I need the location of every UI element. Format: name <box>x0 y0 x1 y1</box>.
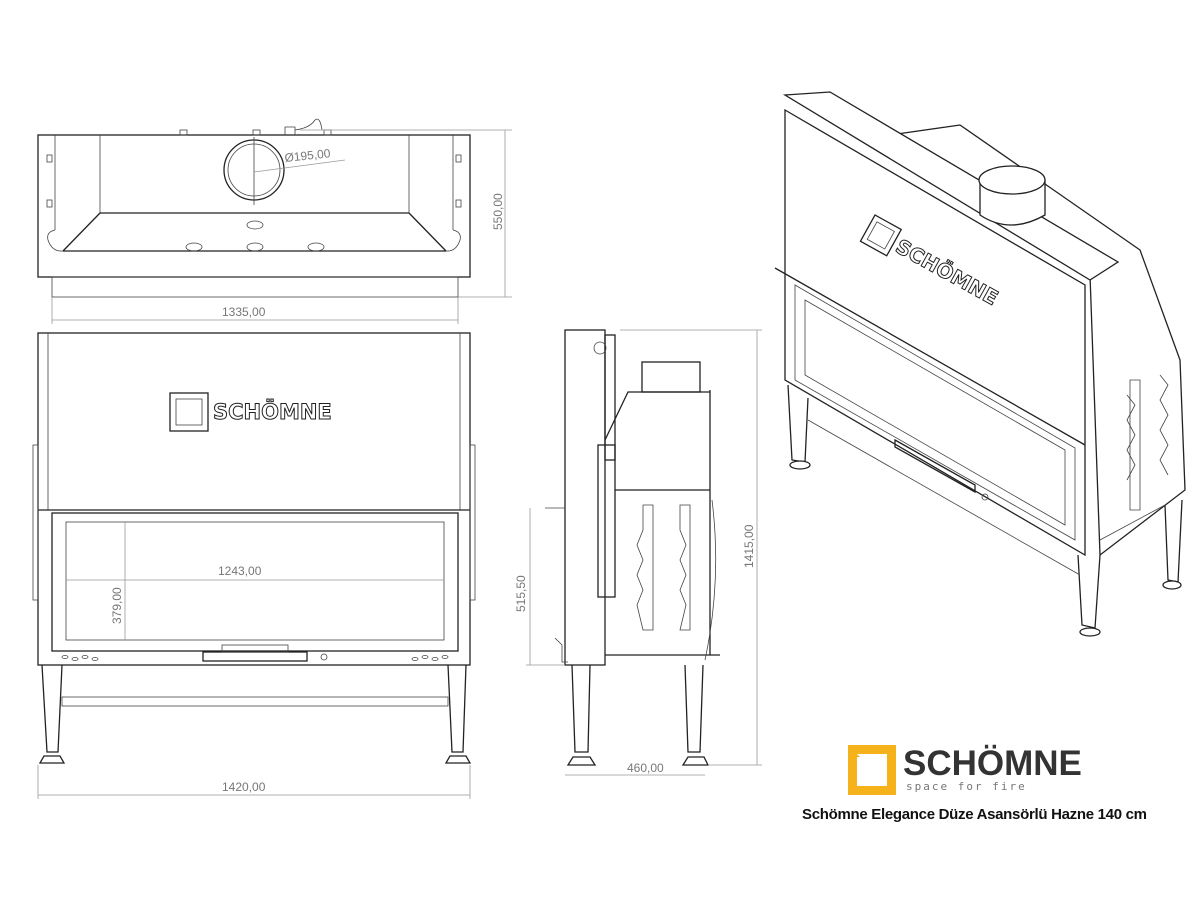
logo-wordmark: SCHÖMNE <box>903 744 1082 783</box>
front-view: SCHÖMNE 1243,00 379,00 1420,00 <box>32 332 476 799</box>
front-logo: SCHÖMNE <box>169 392 332 432</box>
top-view: Ø195,00 550,00 1335,00 <box>37 118 512 324</box>
glass-width-label: 1243,00 <box>218 564 262 578</box>
brand-logo <box>848 745 896 795</box>
product-caption: Schömne Elegance Düze Asansörlü Hazne 14… <box>802 806 1147 823</box>
total-width-label: 1420,00 <box>222 780 266 794</box>
logo-tagline: space for fire <box>906 780 1027 793</box>
isometric-view: SCHÖMNE <box>774 91 1186 637</box>
flue-diameter-label: Ø195,00 <box>284 146 332 165</box>
top-width-label: 1335,00 <box>222 305 266 319</box>
side-view: 1415,00 515,50 460,00 <box>514 329 762 776</box>
front-brand-mark: SCHÖMNE <box>213 399 332 424</box>
side-depth-label: 460,00 <box>627 761 664 775</box>
glass-height-label: 379,00 <box>110 587 124 624</box>
top-depth-label: 550,00 <box>491 193 505 230</box>
door-height-label: 515,50 <box>514 575 528 612</box>
total-height-label: 1415,00 <box>742 524 756 568</box>
